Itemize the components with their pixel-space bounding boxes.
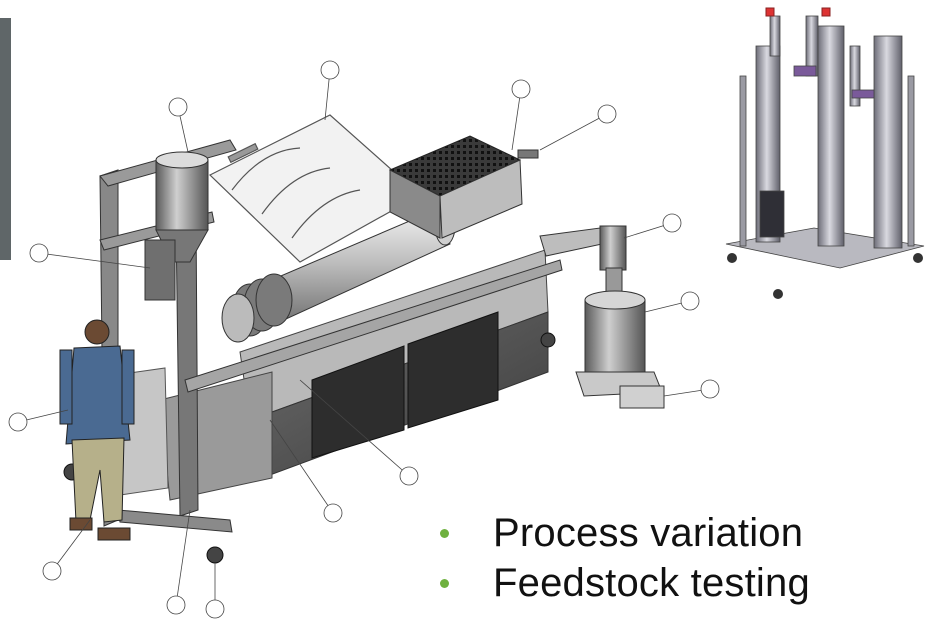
bullet-dot	[440, 578, 449, 588]
column-skid-assembly-diagram	[725, 7, 925, 299]
feed-hopper	[144, 151, 209, 301]
outlet-piping	[539, 225, 627, 293]
heater-housing	[388, 135, 539, 239]
bullet-item: Process variation	[440, 508, 810, 558]
receiver-vessel	[575, 290, 665, 409]
bullet-text: Process variation	[493, 510, 804, 555]
bullet-text: Feedstock testing	[493, 560, 810, 605]
human-scale-figure	[59, 319, 135, 541]
bullet-item: Feedstock testing	[440, 558, 810, 608]
reactor-tube	[221, 206, 456, 343]
reactor-shell-lids	[208, 114, 422, 263]
slide-accent-bar	[0, 18, 11, 260]
feature-bullet-list: Process variation Feedstock testing	[440, 508, 810, 608]
balloon-callouts	[8, 60, 720, 619]
bullet-dot	[440, 528, 449, 538]
